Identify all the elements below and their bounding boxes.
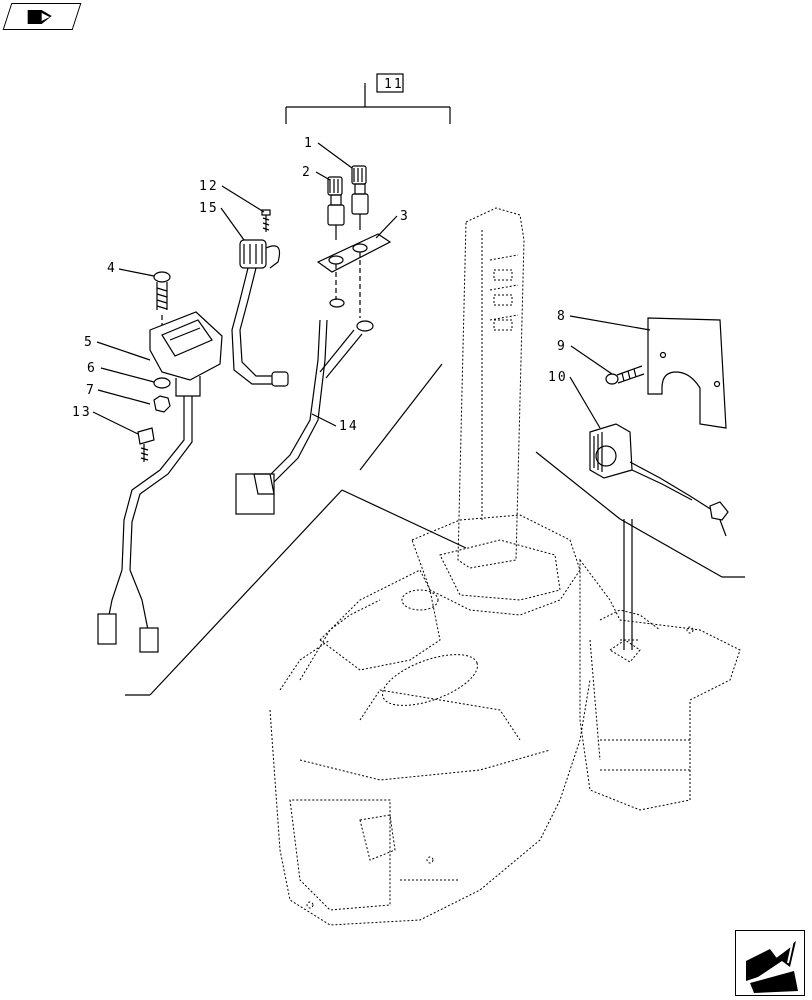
leader-6 [100, 367, 155, 383]
washer-left [329, 298, 345, 308]
part-1-switch [351, 165, 369, 230]
callout-8: 8 [557, 309, 567, 324]
leader-to-console [341, 489, 467, 549]
leader-7 [97, 389, 151, 405]
leader-10 [569, 376, 601, 429]
part-4-screw [153, 271, 171, 310]
part-5-socket [97, 311, 223, 653]
part-10-switch [589, 423, 729, 537]
part-9-screw [605, 365, 645, 385]
callout-14: 14 [339, 419, 359, 434]
callout-13: 13 [72, 405, 92, 420]
next-page-arrow-icon [746, 941, 798, 993]
leader-left-long [149, 489, 343, 696]
leader-4 [118, 268, 155, 277]
leader-2 [315, 171, 331, 181]
part-15-connector [231, 239, 289, 387]
part-2-switch [327, 176, 345, 240]
callout-7: 7 [86, 383, 96, 398]
callout-2: 2 [302, 165, 312, 180]
leader-9 [570, 345, 613, 375]
leader-14 [311, 413, 337, 427]
leader-15 [220, 207, 245, 241]
leader-1 [317, 142, 353, 169]
part-7-nut [153, 395, 171, 413]
callout-6: 6 [87, 361, 97, 376]
part-8-bracket [647, 317, 727, 429]
callout-12: 12 [199, 179, 219, 194]
leader-3 [375, 215, 398, 239]
leader-12 [221, 185, 265, 213]
group-bracket-11 [285, 73, 451, 124]
part-13-screw [137, 427, 155, 462]
nav-next-button[interactable] [735, 930, 805, 996]
leader-5 [96, 341, 151, 361]
part-6-washer [153, 377, 171, 389]
leader-to-hood-upper [359, 363, 443, 471]
washer-right [356, 320, 374, 332]
leader-right [535, 451, 621, 520]
part-3-mounting-plate [316, 233, 392, 318]
leader-8 [569, 315, 651, 331]
callout-15: 15 [199, 201, 219, 216]
leader-13 [92, 411, 139, 435]
callout-1: 1 [304, 136, 314, 151]
callout-3: 3 [400, 209, 410, 224]
callout-10: 10 [548, 370, 568, 385]
book-arrow-icon [27, 10, 52, 24]
hood-phantom-outline [269, 207, 741, 926]
callout-9: 9 [557, 339, 567, 354]
callout-5: 5 [84, 335, 94, 350]
callout-4: 4 [107, 261, 117, 276]
part-12-screw [261, 209, 271, 232]
nav-back-button[interactable] [2, 3, 82, 30]
part-14-harness [235, 319, 363, 515]
callout-11: 11 [384, 77, 404, 92]
